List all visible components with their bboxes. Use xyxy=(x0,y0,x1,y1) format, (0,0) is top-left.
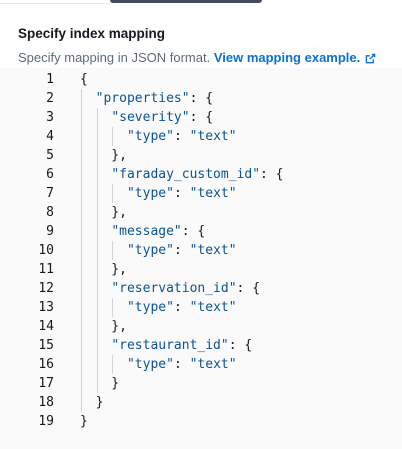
code-line[interactable]: }, xyxy=(80,262,127,277)
line-number: 1 xyxy=(46,72,54,87)
code-line[interactable]: } xyxy=(80,395,104,410)
code-line[interactable]: "properties": { xyxy=(95,91,214,106)
active-tab-indicator xyxy=(110,0,262,3)
code-line[interactable]: "type": "text" xyxy=(126,300,237,315)
line-number: 14 xyxy=(38,319,54,334)
code-line[interactable]: } xyxy=(80,414,88,429)
description-text: Specify mapping in JSON format. xyxy=(18,50,211,65)
line-number: 12 xyxy=(38,281,54,296)
line-number: 11 xyxy=(38,262,54,277)
code-line[interactable]: "message": { xyxy=(111,224,206,239)
line-number: 18 xyxy=(38,395,54,410)
line-number: 3 xyxy=(46,110,54,125)
link-label: View mapping example. xyxy=(213,50,361,65)
code-line[interactable]: }, xyxy=(80,319,127,334)
line-number: 8 xyxy=(46,205,54,220)
line-number: 16 xyxy=(38,357,54,372)
code-line[interactable]: "type": "text" xyxy=(126,129,237,144)
external-link-icon xyxy=(365,52,376,64)
indent-guide xyxy=(96,108,98,393)
indent-guide xyxy=(112,127,114,146)
code-line[interactable]: }, xyxy=(80,148,127,163)
indent-guide xyxy=(112,298,114,317)
code-line[interactable]: "restaurant_id": { xyxy=(111,338,253,353)
code-line[interactable]: } xyxy=(80,376,120,391)
line-number: 19 xyxy=(38,414,54,429)
code-line[interactable]: "type": "text" xyxy=(126,186,237,201)
line-number: 4 xyxy=(46,129,54,144)
section-description: Specify mapping in JSON format. View map… xyxy=(18,50,376,65)
line-number: 10 xyxy=(38,243,54,258)
code-line[interactable]: "reservation_id": { xyxy=(111,281,261,296)
line-number: 5 xyxy=(46,148,54,163)
line-number: 9 xyxy=(46,224,54,239)
indent-guide xyxy=(112,355,114,374)
code-line[interactable]: { xyxy=(80,72,88,87)
code-line[interactable]: "type": "text" xyxy=(126,357,237,372)
view-mapping-example-link[interactable]: View mapping example. xyxy=(214,50,376,65)
line-number: 7 xyxy=(46,186,54,201)
code-line[interactable]: "faraday_custom_id": { xyxy=(111,167,284,182)
code-line[interactable]: }, xyxy=(80,205,127,220)
line-number: 15 xyxy=(38,338,54,353)
tab-bar-border xyxy=(0,0,110,4)
indent-guide xyxy=(112,241,114,260)
line-number: 2 xyxy=(46,91,54,106)
indent-guide xyxy=(81,89,82,412)
section-title: Specify index mapping xyxy=(18,26,166,41)
code-line[interactable]: "type": "text" xyxy=(126,243,237,258)
line-number: 6 xyxy=(46,167,54,182)
code-line[interactable]: "severity": { xyxy=(111,110,214,125)
indent-guide xyxy=(112,184,114,203)
line-number: 13 xyxy=(38,300,54,315)
line-number: 17 xyxy=(38,376,54,391)
